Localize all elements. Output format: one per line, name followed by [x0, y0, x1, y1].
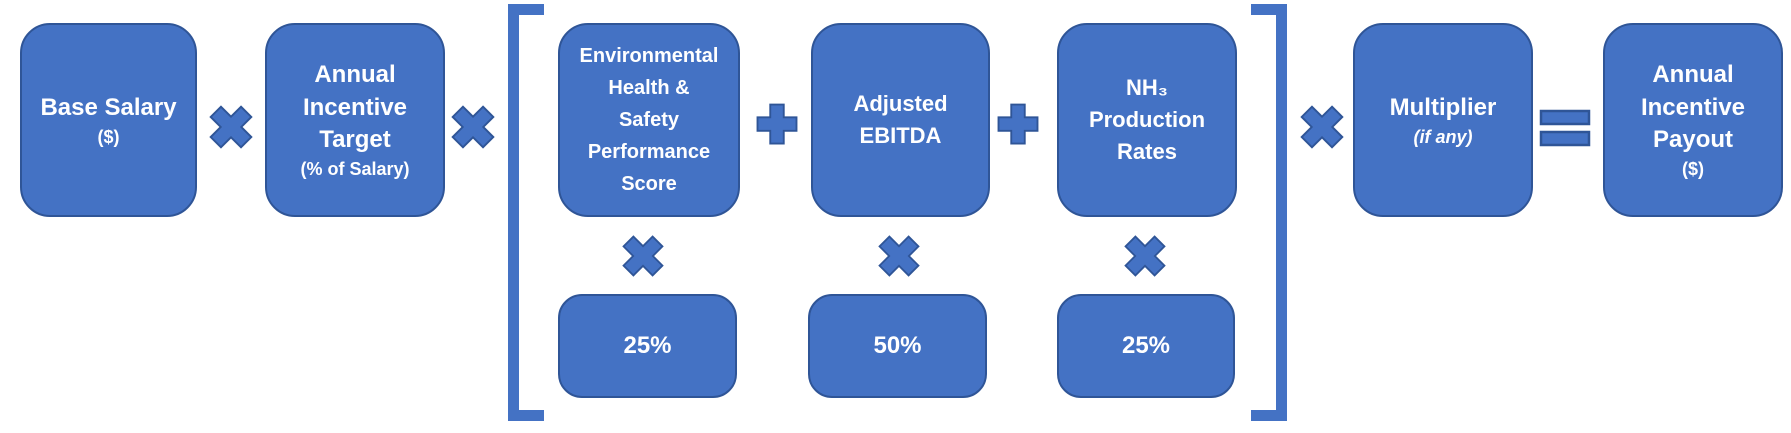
nh3-production-rates-label: NH₃ Production Rates: [1088, 75, 1206, 164]
equals-icon: [1538, 105, 1592, 151]
ehs-score-box: Environmental Health & Safety Performanc…: [558, 23, 740, 217]
base-salary-label: Base Salary: [40, 93, 177, 121]
ehs-score-label: Environmental Health & Safety Performanc…: [579, 45, 719, 195]
multiply-icon: [877, 234, 921, 278]
plus-icon: [997, 101, 1039, 147]
left-bracket-top-stub: [508, 4, 544, 15]
multiply-icon: [1299, 104, 1345, 150]
adjusted-ebitda-box: Adjusted EBITDA: [811, 23, 990, 217]
annual-incentive-payout-label: Annual Incentive Payout: [1640, 61, 1746, 153]
ehs-weight-value: 25%: [623, 332, 672, 359]
base-salary-unit: ($): [97, 126, 120, 147]
right-bracket-bottom-stub: [1251, 410, 1287, 421]
ebitda-weight-value: 50%: [873, 332, 922, 359]
annual-incentive-target-unit: (% of Salary): [300, 159, 410, 180]
right-bracket-top-stub: [1251, 4, 1287, 15]
annual-incentive-payout-box: Annual Incentive Payout ($): [1603, 23, 1783, 217]
annual-incentive-payout-unit: ($): [1682, 159, 1704, 180]
right-bracket-bar: [1276, 4, 1287, 421]
left-bracket-bar: [508, 4, 519, 421]
multiplier-condition: (if any): [1413, 126, 1473, 147]
ehs-weight-box: 25%: [558, 294, 737, 398]
multiply-icon: [1123, 234, 1167, 278]
annual-incentive-target-label: Annual Incentive Target: [302, 61, 408, 153]
multiplier-label: Multiplier: [1389, 93, 1497, 121]
ebitda-weight-box: 50%: [808, 294, 987, 398]
adjusted-ebitda-label: Adjusted EBITDA: [853, 91, 948, 148]
multiply-icon: [621, 234, 665, 278]
plus-icon: [756, 101, 798, 147]
base-salary-box: Base Salary ($): [20, 23, 197, 217]
left-bracket-bottom-stub: [508, 410, 544, 421]
multiplier-box: Multiplier (if any): [1353, 23, 1533, 217]
nh3-weight-value: 25%: [1121, 332, 1171, 359]
annual-incentive-target-box: Annual Incentive Target (% of Salary): [265, 23, 445, 217]
multiply-icon: [208, 104, 254, 150]
nh3-production-rates-box: NH₃ Production Rates: [1057, 23, 1237, 217]
nh3-weight-box: 25%: [1057, 294, 1235, 398]
multiply-icon: [450, 104, 496, 150]
